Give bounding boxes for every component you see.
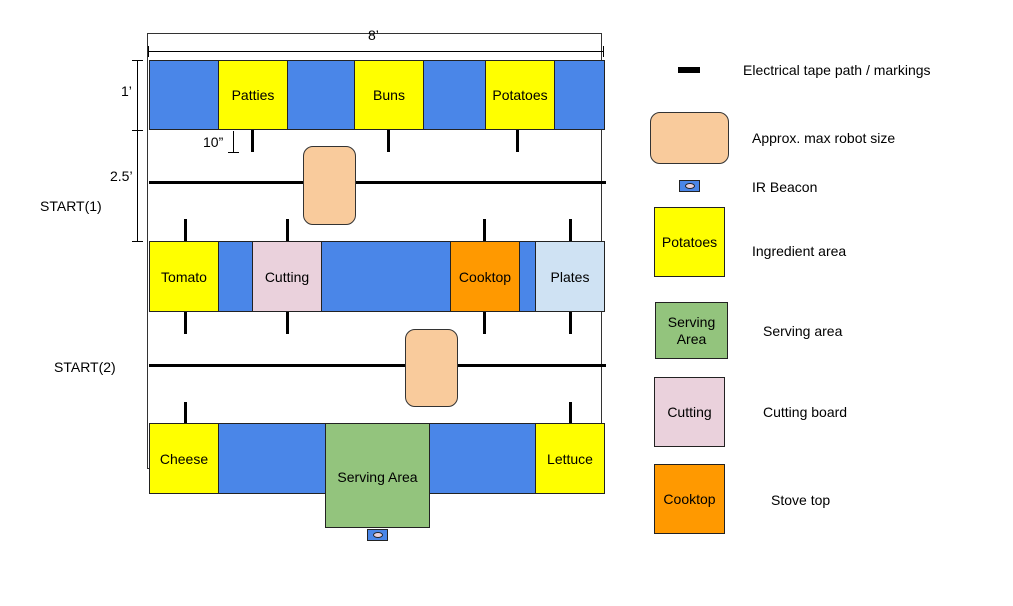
ir-beacon-icon xyxy=(367,529,388,541)
tape-marker xyxy=(184,312,187,334)
tape-marker xyxy=(184,219,187,241)
plates-area: Plates xyxy=(535,241,605,312)
width-dimension-line xyxy=(148,51,604,52)
legend-ingredient-swatch: Potatoes xyxy=(654,207,725,277)
row-height-label: 1’ xyxy=(121,83,132,99)
legend-tape-label: Electrical tape path / markings xyxy=(743,62,931,78)
buns-label: Buns xyxy=(373,87,405,103)
height-dimension-line xyxy=(137,60,138,242)
legend-serving-swatch: Serving Area xyxy=(655,302,728,359)
legend-cutting-label: Cutting board xyxy=(763,404,848,420)
cooktop-area: Cooktop xyxy=(450,241,520,312)
lettuce-label: Lettuce xyxy=(547,450,593,467)
legend-cutting-sample: Cutting xyxy=(667,404,712,420)
tick-dimension-cap xyxy=(228,152,239,153)
width-dimension-right-cap xyxy=(603,46,604,57)
tape-marker xyxy=(569,402,572,424)
legend-beacon-label: IR Beacon xyxy=(752,179,818,195)
legend-robot-swatch xyxy=(650,112,729,164)
width-dimension-left-cap xyxy=(148,46,149,57)
tick-dimension-line xyxy=(233,131,234,153)
lettuce-area: Lettuce xyxy=(535,423,605,494)
legend-stove-label: Stove top xyxy=(771,492,831,508)
tape-marker xyxy=(184,402,187,424)
cheese-label: Cheese xyxy=(159,450,209,467)
serving-area-label: Serving Area xyxy=(337,469,418,485)
width-dimension-label: 8’ xyxy=(368,27,379,43)
tape-marker xyxy=(286,312,289,334)
cooktop-label: Cooktop xyxy=(458,268,512,285)
start-2-label: START(2) xyxy=(54,359,116,375)
cutting-board-area: Cutting xyxy=(252,241,322,312)
robot-1 xyxy=(303,146,356,225)
legend-beacon-icon xyxy=(679,180,700,192)
buns-area: Buns xyxy=(354,60,424,130)
legend-robot-label: Approx. max robot size xyxy=(752,130,896,146)
tape-path-2 xyxy=(149,364,606,367)
tomato-label: Tomato xyxy=(161,268,207,285)
tape-marker xyxy=(569,312,572,334)
row-2-counter xyxy=(149,241,605,312)
legend-ingredient-sample: Potatoes xyxy=(661,234,718,250)
tape-marker xyxy=(516,130,519,152)
legend-cutting-swatch: Cutting xyxy=(654,377,725,447)
start-1-label: START(1) xyxy=(40,198,102,214)
legend-ingredient-label: Ingredient area xyxy=(752,243,847,259)
tick-dimension-label: 10” xyxy=(203,134,224,150)
height-cap-top xyxy=(132,60,143,61)
plates-label: Plates xyxy=(550,268,590,285)
tape-marker xyxy=(483,312,486,334)
patties-area: Patties xyxy=(218,60,288,130)
legend-cooktop-sample: Cooktop xyxy=(663,491,716,507)
legend-serving-sample: Serving Area xyxy=(667,313,716,347)
cutting-label: Cutting xyxy=(264,268,310,285)
patties-label: Patties xyxy=(231,87,275,103)
height-cap-mid xyxy=(132,130,143,131)
robot-2 xyxy=(405,329,458,407)
potatoes-area: Potatoes xyxy=(485,60,555,130)
legend-serving-label: Serving area xyxy=(763,323,843,339)
cheese-area: Cheese xyxy=(149,423,219,494)
tomato-area: Tomato xyxy=(149,241,219,312)
legend-tape-swatch xyxy=(678,67,700,73)
legend-cooktop-swatch: Cooktop xyxy=(654,464,725,534)
tape-marker xyxy=(387,130,390,152)
tape-path-1 xyxy=(149,181,606,184)
serving-area: Serving Area xyxy=(325,423,430,528)
tape-marker xyxy=(286,219,289,241)
tape-marker xyxy=(483,219,486,241)
tape-marker xyxy=(251,130,254,152)
gap-height-label: 2.5’ xyxy=(110,168,133,184)
tape-marker xyxy=(569,219,572,241)
height-cap-bottom xyxy=(132,241,143,242)
potatoes-label: Potatoes xyxy=(492,87,548,103)
